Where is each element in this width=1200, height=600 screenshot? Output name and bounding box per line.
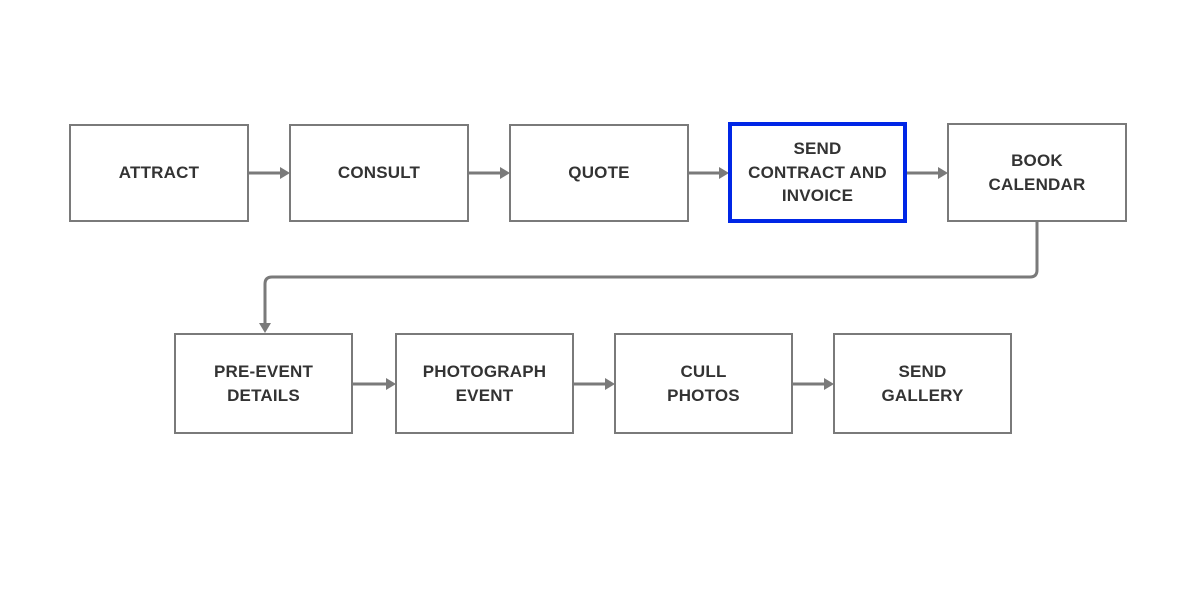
node-label: PHOTOGRAPH EVENT bbox=[422, 362, 547, 405]
node-attract: ATTRACT bbox=[69, 124, 249, 222]
node-pre-event-details: PRE-EVENT DETAILS bbox=[174, 333, 353, 434]
edge-cull-send-gallery bbox=[792, 378, 834, 390]
node-send-contract-invoice: SEND CONTRACT AND INVOICE bbox=[728, 122, 907, 223]
node-quote: QUOTE bbox=[509, 124, 689, 222]
edge-attract-consult bbox=[248, 167, 290, 179]
edge-photograph-cull bbox=[573, 378, 615, 390]
node-label: ATTRACT bbox=[118, 163, 200, 183]
node-photograph-event: PHOTOGRAPH EVENT bbox=[395, 333, 574, 434]
node-label: CULL PHOTOS bbox=[667, 362, 740, 405]
node-send-gallery: SEND GALLERY bbox=[833, 333, 1012, 434]
edge-pre-event-photograph bbox=[352, 378, 396, 390]
node-cull-photos: CULL PHOTOS bbox=[614, 333, 793, 434]
node-book-calendar: BOOK CALENDAR bbox=[947, 123, 1127, 222]
node-label: SEND GALLERY bbox=[881, 362, 964, 405]
node-consult: CONSULT bbox=[289, 124, 469, 222]
node-label: BOOK CALENDAR bbox=[988, 151, 1086, 194]
edge-book-calendar-pre-event bbox=[259, 222, 1039, 333]
node-label: QUOTE bbox=[568, 163, 630, 183]
edge-send-contract-book-calendar bbox=[906, 167, 948, 179]
node-label: CONSULT bbox=[337, 163, 421, 183]
node-label: SEND CONTRACT AND INVOICE bbox=[748, 139, 887, 206]
edge-consult-quote bbox=[468, 167, 510, 179]
node-label: PRE-EVENT DETAILS bbox=[213, 362, 314, 405]
edge-quote-send-contract bbox=[688, 167, 729, 179]
